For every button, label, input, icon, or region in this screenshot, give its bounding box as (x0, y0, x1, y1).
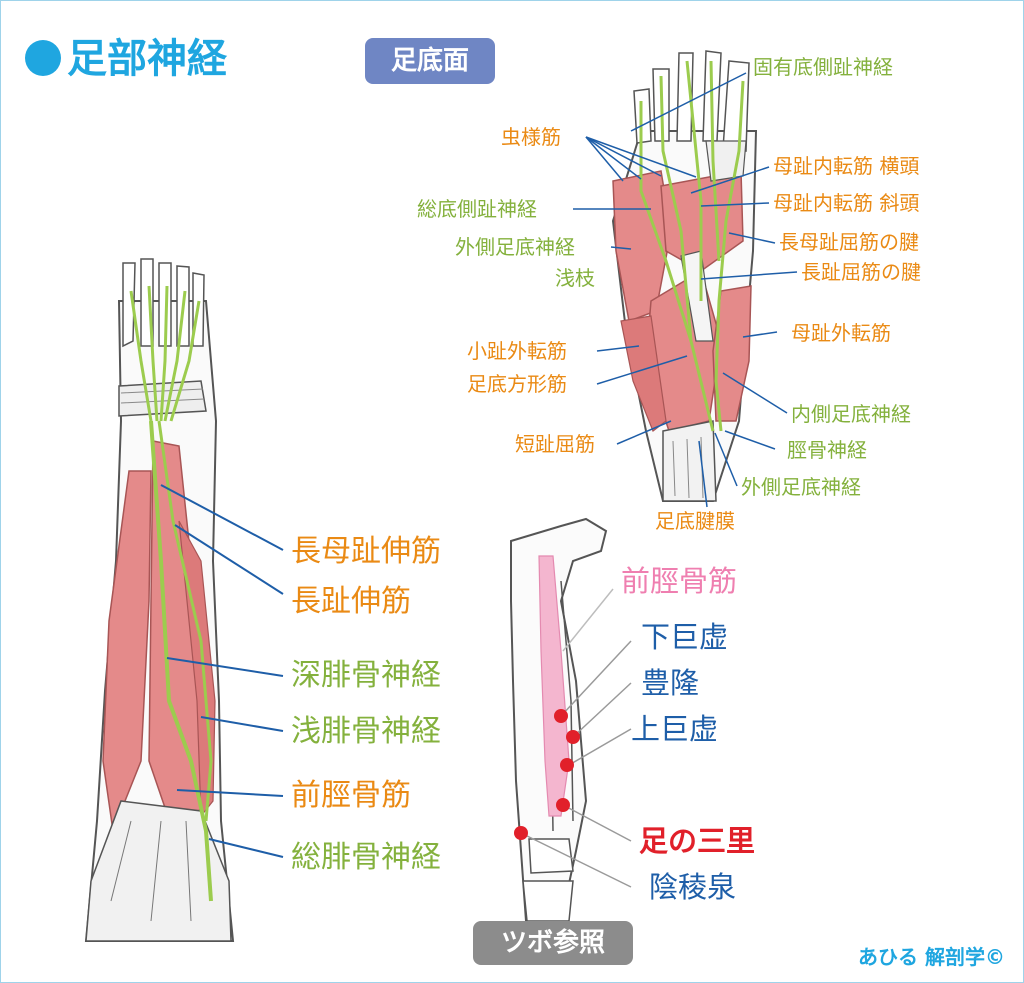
label-abductor-digiti-minimi: 小趾外転筋 (467, 339, 567, 363)
label-adductor-hallucis-transverse: 母趾内転筋 横頭 (773, 154, 920, 178)
label-common-peroneal-nerve: 総腓骨神経 (291, 840, 441, 875)
point-inryosen (514, 826, 528, 840)
label-quadratus-plantae: 足底方形筋 (467, 372, 567, 396)
label-adductor-hallucis-oblique: 母趾内転筋 斜頭 (773, 191, 920, 215)
label-lateral-plantar-nerve-a: 外側足底神経 (455, 235, 575, 259)
label-tibial-nerve: 脛骨神経 (787, 438, 867, 462)
point-horyu (566, 730, 580, 744)
label-superficial-peroneal-nerve: 浅腓骨神経 (291, 714, 441, 749)
point-ashi-sanri (556, 798, 570, 812)
label-tibialis-anterior: 前脛骨筋 (291, 778, 411, 813)
page-title-text: 足部神経 (67, 36, 227, 82)
label-lateral-plantar-nerve-b: 外側足底神経 (741, 475, 861, 499)
label-inryosen: 陰稜泉 (649, 870, 737, 904)
label-jokyo: 上巨虚 (631, 712, 719, 746)
label-medial-plantar-nerve: 内側足底神経 (791, 402, 911, 426)
tsubo-reference-badge: ツボ参照 (473, 921, 633, 965)
label-flexor-digitorum-brevis: 短趾屈筋 (515, 432, 595, 456)
label-extensor-hallucis-longus: 長母趾伸筋 (291, 534, 441, 569)
point-jokyo (560, 758, 574, 772)
label-fdl-tendon: 長趾屈筋の腱 (801, 260, 921, 284)
label-fhl-tendon: 長母趾屈筋の腱 (779, 230, 919, 254)
tsubo-bone-illustration (510, 517, 632, 922)
label-ashi-sanri: 足の三里 (639, 824, 756, 858)
label-proper-plantar-digital-nerve: 固有底側趾神経 (753, 55, 893, 79)
label-extensor-digitorum-longus: 長趾伸筋 (291, 584, 411, 619)
credit-text: あひる 解剖学© (858, 945, 1005, 969)
point-gekyo (554, 709, 568, 723)
label-deep-peroneal-nerve: 深腓骨神経 (291, 658, 441, 693)
plantar-foot-illustration (573, 50, 798, 508)
page-title: 足部神経 (25, 39, 227, 79)
label-abductor-hallucis: 母趾外転筋 (791, 321, 891, 345)
label-lumbricals: 虫様筋 (501, 125, 561, 149)
label-common-plantar-digital-nerve: 総底側趾神経 (417, 197, 537, 221)
bullet-dot-icon (25, 40, 61, 76)
label-gekyo: 下巨虚 (641, 620, 729, 654)
label-tsubo-tibialis-anterior: 前脛骨筋 (621, 564, 738, 598)
label-superficial-branch: 浅枝 (555, 266, 595, 290)
sole-view-badge: 足底面 (365, 38, 495, 84)
label-plantar-aponeurosis: 足底腱膜 (655, 509, 735, 533)
lower-leg-anterior-illustration (84, 258, 284, 942)
label-horyu: 豊隆 (641, 666, 700, 700)
